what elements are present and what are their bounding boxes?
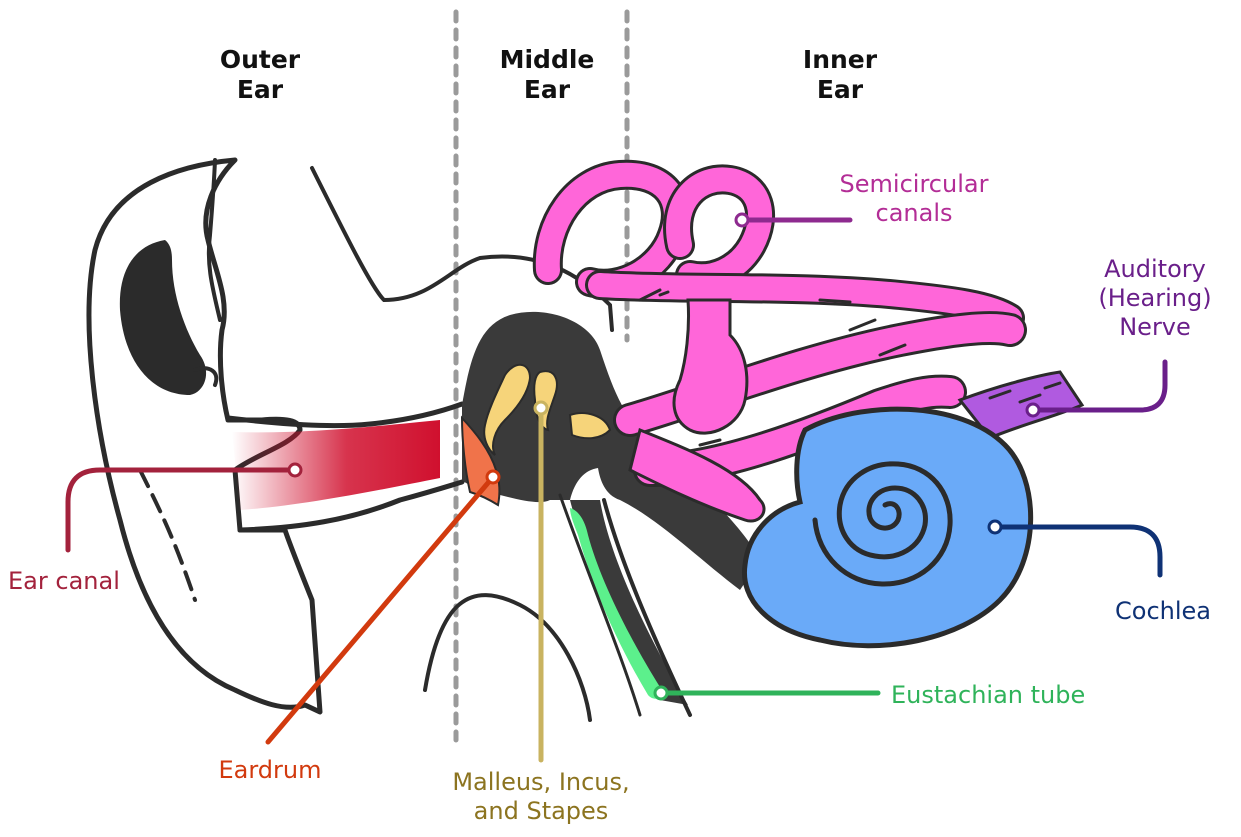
outer-ear-heading: Outer Ear bbox=[205, 45, 315, 105]
semicircular-dot bbox=[736, 214, 748, 226]
semicircular-label-line-1: Semicircular bbox=[814, 170, 1014, 199]
inner-ear-heading-line-1: Inner bbox=[785, 45, 895, 75]
inner-ear-heading-line-2: Ear bbox=[785, 75, 895, 105]
eardrum-label: Eardrum bbox=[200, 756, 340, 785]
eustachian-label-line-1: Eustachian tube bbox=[891, 681, 1121, 710]
ossicles-label-line-2: and Stapes bbox=[436, 797, 646, 826]
auditory-label-line-1: Auditory bbox=[1075, 255, 1235, 284]
semicircular-canals-label: Semicircular canals bbox=[814, 170, 1014, 228]
outer-ear-heading-line-2: Ear bbox=[205, 75, 315, 105]
ear-canal-label: Ear canal bbox=[8, 567, 148, 596]
cochlea-label: Cochlea bbox=[1098, 597, 1228, 626]
ear-canal-dot bbox=[289, 464, 301, 476]
eustachian-tube-label: Eustachian tube bbox=[891, 681, 1121, 710]
cochlea-label-line-1: Cochlea bbox=[1098, 597, 1228, 626]
auditory-dot bbox=[1027, 404, 1039, 416]
auditory-label-line-3: Nerve bbox=[1075, 313, 1235, 342]
cochlea-dot bbox=[989, 521, 1001, 533]
middle-ear-heading-line-2: Ear bbox=[487, 75, 607, 105]
middle-ear-heading-line-1: Middle bbox=[487, 45, 607, 75]
ossicles-label: Malleus, Incus, and Stapes bbox=[436, 768, 646, 826]
auditory-nerve-label: Auditory (Hearing) Nerve bbox=[1075, 255, 1235, 342]
inner-ear-heading: Inner Ear bbox=[785, 45, 895, 105]
outer-ear-heading-line-1: Outer bbox=[205, 45, 315, 75]
eardrum-label-line-1: Eardrum bbox=[200, 756, 340, 785]
auditory-label-line-2: (Hearing) bbox=[1075, 284, 1235, 313]
ossicles-dot bbox=[535, 402, 547, 414]
ear-canal-label-line-1: Ear canal bbox=[8, 567, 148, 596]
jaw-contour bbox=[425, 595, 590, 720]
eustachian-dot bbox=[655, 687, 667, 699]
eardrum-dot bbox=[487, 471, 499, 483]
semicircular-label-line-2: canals bbox=[814, 199, 1014, 228]
middle-ear-heading: Middle Ear bbox=[487, 45, 607, 105]
ossicles-label-line-1: Malleus, Incus, bbox=[436, 768, 646, 797]
